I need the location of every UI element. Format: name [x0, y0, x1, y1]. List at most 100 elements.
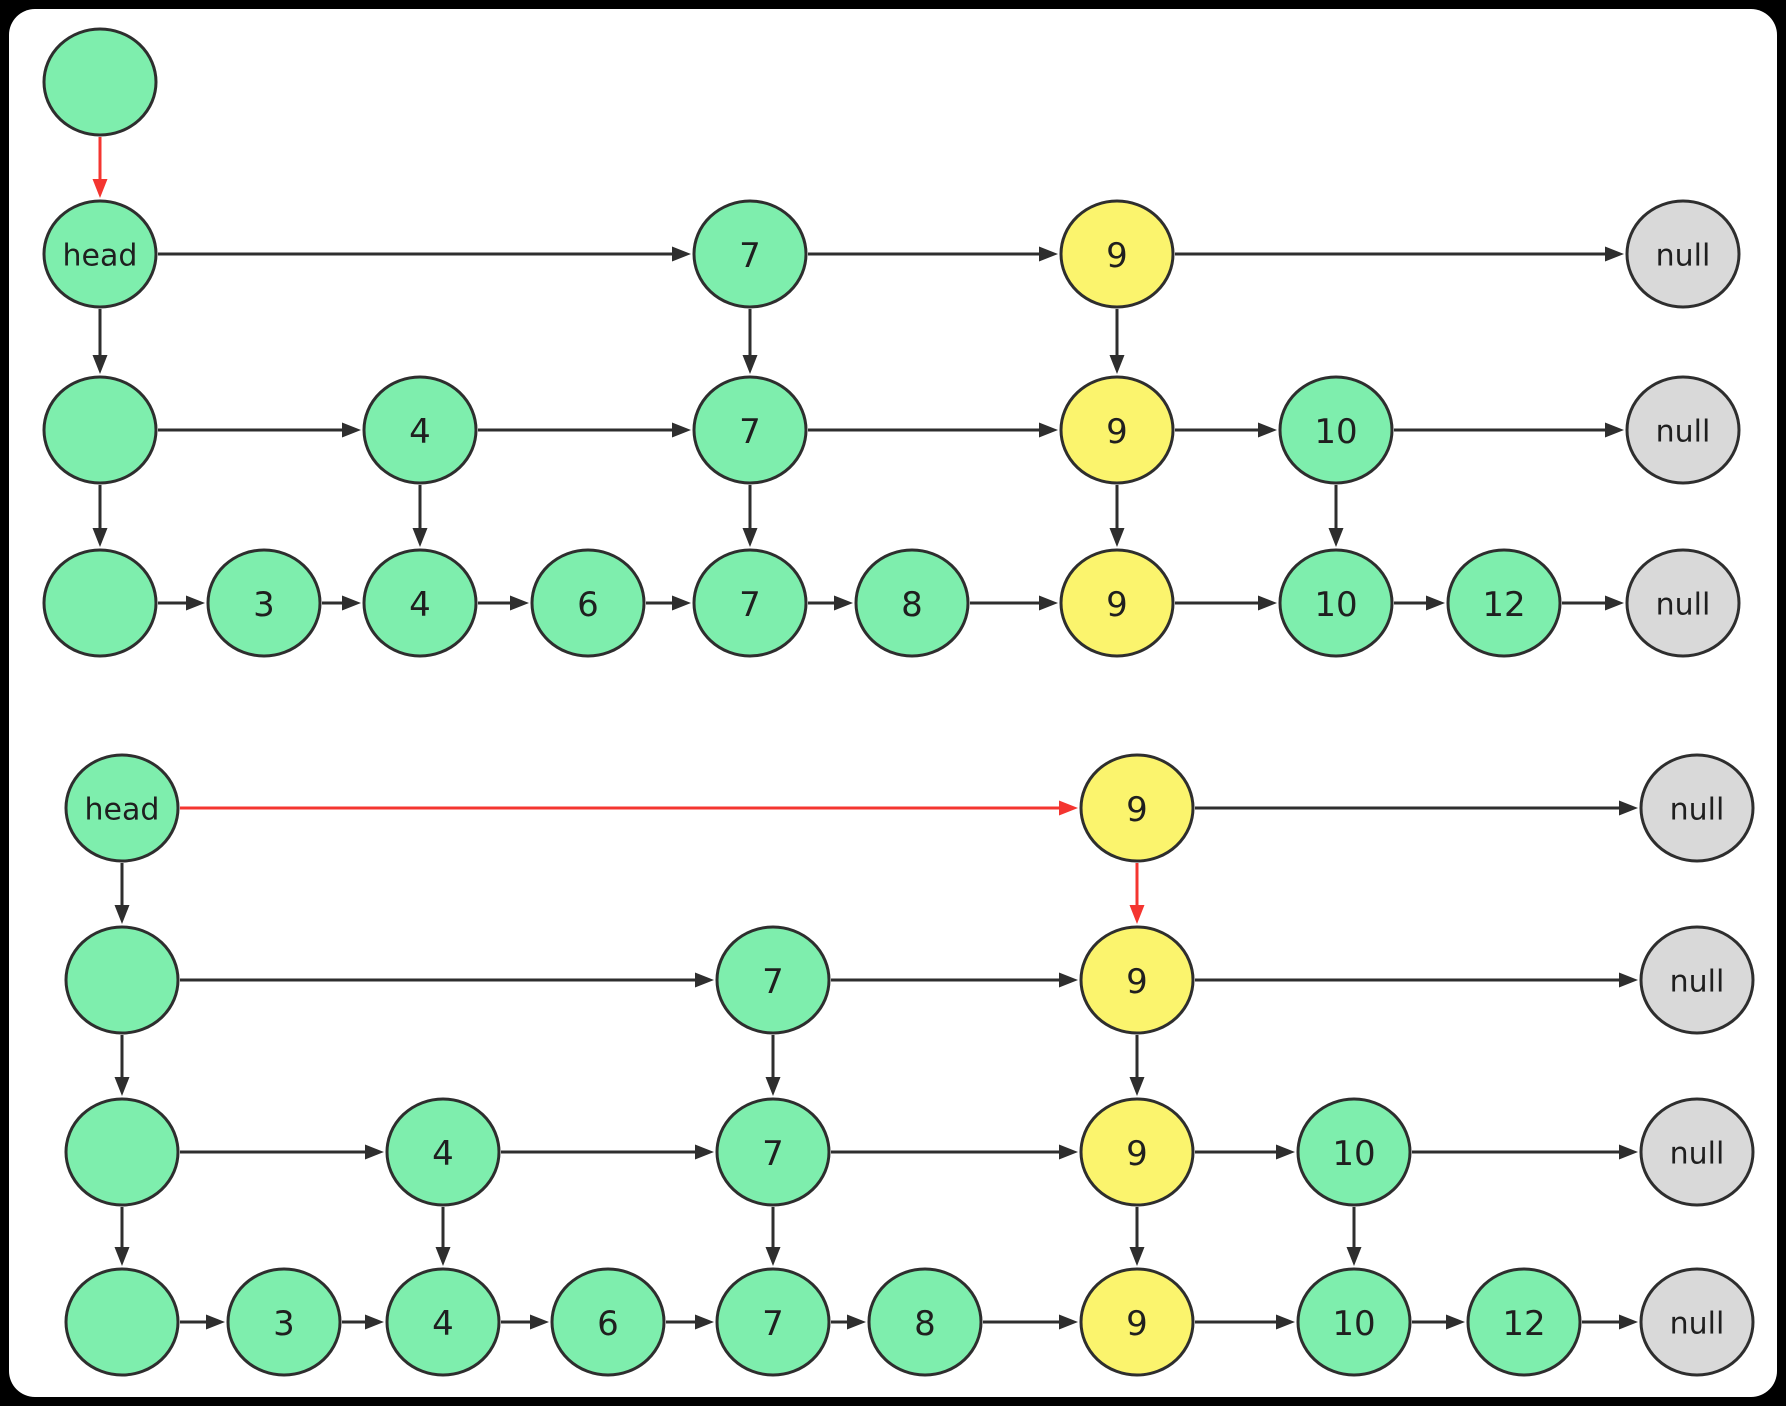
arrowhead: [1059, 800, 1078, 816]
node-circle: [1639, 1267, 1755, 1377]
skiplist-node-bottom-l3_4-4: 4: [385, 1097, 501, 1207]
node-label: 7: [762, 962, 784, 1002]
skiplist-node-top-l3_null-null: null: [1625, 548, 1741, 658]
node-label: 4: [409, 585, 431, 625]
skiplist-node-bottom-l2_head: [64, 925, 180, 1035]
arrowhead: [1258, 595, 1277, 611]
arrowhead: [206, 1314, 225, 1330]
arrowhead: [342, 595, 361, 611]
edge-bottom-l2_9-to-l2_null: [1195, 972, 1638, 988]
node-circle: [715, 1097, 831, 1207]
skiplist-node-top-l1_head-head: head: [42, 199, 158, 309]
skiplist-node-top-l3_4-4: 4: [362, 548, 478, 658]
node-label: head: [63, 239, 138, 274]
skiplist-node-bottom-l4_6-6: 6: [550, 1267, 666, 1377]
edge-bottom-l2_7-to-l3_7: [765, 1035, 781, 1096]
node-label: 8: [914, 1304, 936, 1344]
edge-top-l3_12-to-l3_null: [1562, 595, 1624, 611]
edge-bottom-l4_8-to-l4_9: [983, 1314, 1078, 1330]
arrowhead: [1619, 1144, 1638, 1160]
arrowhead: [765, 1247, 781, 1266]
skiplist-node-bottom-l4_8-8: 8: [867, 1267, 983, 1377]
edge-bottom-l3_head-to-l4_head: [114, 1207, 130, 1266]
node-circle: [1059, 199, 1175, 309]
node-circle: [42, 199, 158, 309]
arrowhead: [1426, 595, 1445, 611]
edge-top-l1_7-to-l2_7: [742, 309, 758, 374]
arrowhead: [695, 972, 714, 988]
skiplist-node-top-l3_7-7: 7: [692, 548, 808, 658]
skiplist-node-bottom-l4_9-9: 9: [1079, 1267, 1195, 1377]
skiplist-node-bottom-l2_9-9: 9: [1079, 925, 1195, 1035]
arrowhead: [1059, 972, 1078, 988]
arrowhead: [114, 1077, 130, 1096]
edge-top-l3_4-to-l3_6: [478, 595, 529, 611]
node-circle: [692, 548, 808, 658]
edge-bottom-l3_9-to-l3_10: [1195, 1144, 1295, 1160]
edge-top-l3_9-to-l3_10: [1175, 595, 1277, 611]
node-circle: [206, 548, 322, 658]
node-label: 9: [1106, 412, 1128, 452]
edge-bottom-l4_3-to-l4_4: [342, 1314, 384, 1330]
skiplist-node-bottom-l2_null-null: null: [1639, 925, 1755, 1035]
skiplist-node-bottom-l4_12-12: 12: [1466, 1267, 1582, 1377]
edge-bottom-l1_9-to-l1_null: [1195, 800, 1638, 816]
node-label: 3: [253, 585, 275, 625]
node-circle: [385, 1097, 501, 1207]
node-circle: [1079, 1267, 1195, 1377]
edge-bottom-l2_9-to-l3_9: [1129, 1035, 1145, 1096]
edge-bottom-l4_head-to-l4_3: [180, 1314, 225, 1330]
diagram-background-panel: [9, 9, 1777, 1397]
edge-bottom-l1_head-to-l2_head: [114, 863, 130, 924]
node-label: null: [1656, 415, 1711, 450]
node-circle: [530, 548, 646, 658]
node-label: 9: [1126, 790, 1148, 830]
node-circle: [64, 925, 180, 1035]
node-circle: [854, 548, 970, 658]
node-circle: [1059, 548, 1175, 658]
node-label: 10: [1332, 1134, 1375, 1174]
node-label: 9: [1106, 585, 1128, 625]
node-label: 12: [1502, 1304, 1545, 1344]
node-label: 9: [1106, 236, 1128, 276]
node-circle: [692, 375, 808, 485]
skiplist-node-bottom-l4_4-4: 4: [385, 1267, 501, 1377]
node-circle: [64, 1267, 180, 1377]
arrowhead: [1328, 528, 1344, 547]
edge-bottom-l4_12-to-l4_null: [1582, 1314, 1638, 1330]
node-circle: [64, 1097, 180, 1207]
arrowhead: [1109, 528, 1125, 547]
arrowhead: [114, 1247, 130, 1266]
skiplist-node-bottom-l4_3-3: 3: [226, 1267, 342, 1377]
edge-bottom-l4_4-to-l4_6: [501, 1314, 549, 1330]
edge-top-l3_10-to-l3_12: [1394, 595, 1445, 611]
node-circle: [42, 375, 158, 485]
skiplist-node-top-l3_6-6: 6: [530, 548, 646, 658]
node-circle: [362, 375, 478, 485]
node-label: 7: [739, 585, 761, 625]
node-circle: [1466, 1267, 1582, 1377]
edge-bottom-l4_10-to-l4_12: [1412, 1314, 1465, 1330]
node-label: null: [1670, 965, 1725, 1000]
arrowhead: [742, 355, 758, 374]
node-label: null: [1656, 588, 1711, 623]
edge-top-l2_10-to-l2_null: [1394, 422, 1624, 438]
arrowhead: [365, 1144, 384, 1160]
arrowhead: [1605, 595, 1624, 611]
edge-bottom-l2_head-to-l3_head: [114, 1035, 130, 1096]
skiplist-node-top-l2_7-7: 7: [692, 375, 808, 485]
node-label: 4: [432, 1304, 454, 1344]
edge-top-l3_8-to-l3_9: [970, 595, 1058, 611]
node-label: null: [1656, 239, 1711, 274]
edge-bottom-l2_7-to-l2_9: [831, 972, 1078, 988]
node-label: 8: [901, 585, 923, 625]
node-circle: [385, 1267, 501, 1377]
node-label: 7: [739, 412, 761, 452]
arrowhead: [92, 528, 108, 547]
node-circle: [1625, 199, 1741, 309]
node-circle: [867, 1267, 983, 1377]
arrowhead: [765, 1077, 781, 1096]
